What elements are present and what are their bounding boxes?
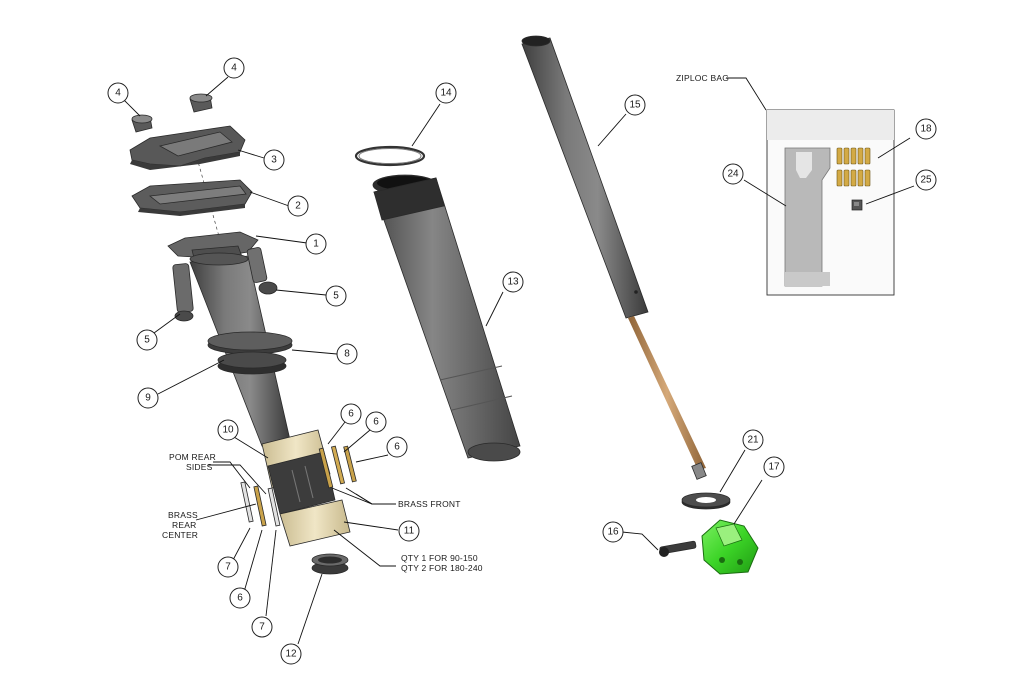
- part-13-outer-tube: [372, 174, 521, 462]
- part-3-upper-clamp: [129, 125, 246, 170]
- callout-21: 21: [742, 429, 764, 451]
- part-14-o-ring: [354, 145, 426, 167]
- svg-text:21: 21: [747, 435, 759, 446]
- part-12-split-ring: [311, 553, 349, 575]
- callout-13: 13: [502, 271, 524, 293]
- part-4-barrel-nut-left: [131, 114, 153, 133]
- callout-5-right: 5: [325, 285, 347, 307]
- svg-text:6: 6: [348, 409, 354, 420]
- ziploc-bag: [766, 109, 895, 296]
- callout-18: 18: [915, 118, 937, 140]
- callout-7-a: 7: [217, 556, 239, 578]
- note-pom-rear-line1: POM REAR: [169, 452, 216, 462]
- note-ziploc-bag: ZIPLOC BAG: [676, 73, 729, 83]
- part-4-barrel-nut-right: [189, 93, 213, 113]
- svg-text:4: 4: [231, 63, 237, 74]
- svg-text:24: 24: [727, 169, 739, 180]
- part-10-pom-bushing: [261, 429, 336, 515]
- part-18-brass-keys-bagged: [836, 147, 871, 187]
- svg-text:12: 12: [285, 649, 297, 660]
- svg-text:4: 4: [115, 88, 121, 99]
- note-qty-line1: QTY 1 FOR 90-150: [401, 553, 478, 563]
- leader-lines: [123, 76, 915, 645]
- part-15-cartridge: [521, 35, 707, 480]
- part-7-pom-rear-keys: [240, 481, 281, 527]
- svg-text:11: 11: [404, 526, 415, 537]
- part-9-seal-head: [217, 351, 287, 375]
- part-6-brass-front-keys: [318, 445, 357, 489]
- callout-25: 25: [915, 169, 937, 191]
- svg-text:3: 3: [271, 155, 277, 166]
- svg-text:10: 10: [222, 425, 234, 436]
- svg-text:5: 5: [333, 291, 339, 302]
- callout-24: 24: [722, 163, 744, 185]
- part-5-bolt-right: [246, 247, 278, 295]
- part-21-washer: [681, 492, 731, 510]
- callout-11: 11: [398, 520, 420, 542]
- callout-15: 15: [624, 94, 646, 116]
- svg-text:5: 5: [144, 335, 150, 346]
- callout-17: 17: [763, 456, 785, 478]
- part-6-brass-rear-center-key: [253, 485, 267, 527]
- callout-12: 12: [280, 643, 302, 665]
- svg-text:6: 6: [373, 417, 379, 428]
- svg-text:1: 1: [313, 239, 319, 250]
- svg-text:9: 9: [145, 393, 151, 404]
- part-17-actuator-green: [701, 519, 759, 575]
- svg-text:14: 14: [440, 88, 452, 99]
- part-2-lower-clamp: [131, 179, 253, 216]
- note-pom-rear-line2: SIDES: [186, 462, 213, 472]
- part-8-collar: [207, 331, 293, 355]
- callout-3: 3: [263, 149, 285, 171]
- center-axis-line: [191, 139, 221, 241]
- callout-4-left: 4: [107, 82, 129, 104]
- part-11-lower-bushing: [279, 499, 351, 547]
- part-25-small-cube: [851, 199, 863, 211]
- svg-text:7: 7: [259, 622, 265, 633]
- note-brass-rear-line3: CENTER: [162, 530, 198, 540]
- svg-text:16: 16: [607, 527, 619, 538]
- callout-6-a: 6: [340, 403, 362, 425]
- svg-text:6: 6: [237, 593, 243, 604]
- svg-text:8: 8: [344, 349, 350, 360]
- callout-4-right: 4: [223, 57, 245, 79]
- svg-text:7: 7: [225, 562, 231, 573]
- svg-text:15: 15: [629, 100, 641, 111]
- callout-16: 16: [602, 521, 624, 543]
- callout-6-b: 6: [365, 411, 387, 433]
- part-5-bolt-left: [172, 263, 194, 322]
- note-brass-rear-line2: REAR: [172, 520, 196, 530]
- callout-6-c: 6: [386, 436, 408, 458]
- note-brass-front: BRASS FRONT: [398, 499, 461, 509]
- callout-7-b: 7: [251, 616, 273, 638]
- callout-9: 9: [137, 387, 159, 409]
- note-qty-line2: QTY 2 FOR 180-240: [401, 563, 483, 573]
- svg-text:6: 6: [394, 442, 400, 453]
- svg-text:18: 18: [920, 124, 932, 135]
- callout-1: 1: [305, 233, 327, 255]
- callout-5-left: 5: [136, 329, 158, 351]
- svg-text:17: 17: [768, 462, 780, 473]
- callout-6-d: 6: [229, 587, 251, 609]
- callout-10: 10: [217, 419, 239, 441]
- callout-2: 2: [287, 195, 309, 217]
- note-brass-rear-line1: BRASS: [168, 510, 198, 520]
- svg-text:25: 25: [920, 175, 932, 186]
- svg-text:13: 13: [507, 277, 519, 288]
- part-16-small-bolt: [659, 540, 697, 557]
- svg-text:2: 2: [295, 201, 301, 212]
- callout-8: 8: [336, 343, 358, 365]
- callout-14: 14: [435, 82, 457, 104]
